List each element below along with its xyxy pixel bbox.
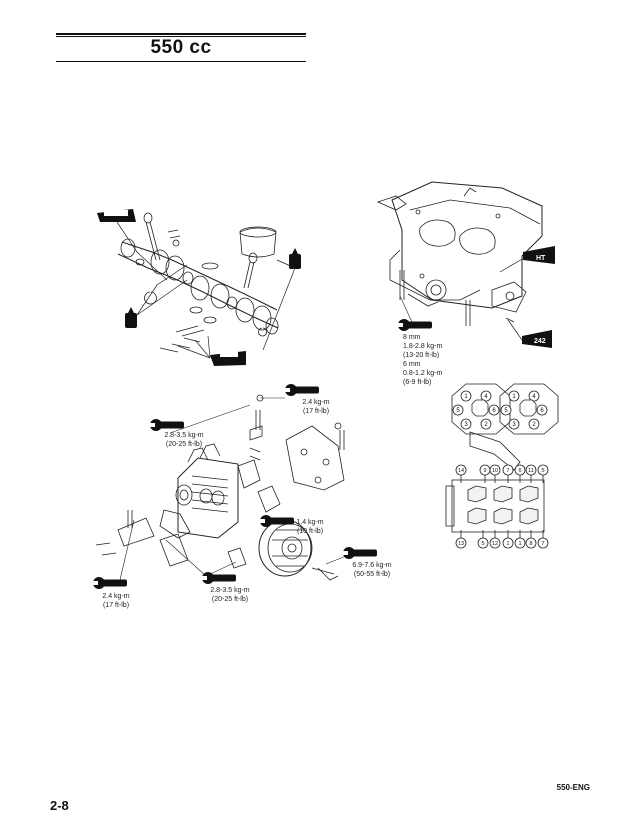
page-number: 2-8 [50,798,69,813]
torque-value: 2.4 kg-m [102,593,130,600]
wrench-icon-bottom-center [200,572,236,584]
header-rule-top [56,33,306,35]
torque-imperial: (20-25 ft-lb) [211,596,249,603]
crankshaft-assembly [97,209,301,366]
crankcase-torque-spec: 8 mm 1.8-2.8 kg-m (13-20 ft-lb) 6 mm 0.8… [403,333,442,387]
oil-can-icon-left [125,307,137,328]
torque-spec-right: 6.9-7.6 kg-m (50-55 ft-lb) [346,561,398,579]
wrench-icon-right [341,547,377,559]
wrench-icon-top-right [283,384,319,396]
seq-num: 3 [464,422,468,428]
spec-line: 0.8-1.2 kg-m [403,370,443,377]
header-rule-bottom [56,36,306,37]
seq-num: 10 [492,468,498,474]
wrench-icon-upper-left [148,419,184,431]
seq-num: 6 [492,408,496,414]
page-title: 550 cc [150,37,212,58]
grease-icon-top [97,209,136,222]
seq-num: 5 [456,408,460,414]
seq-num: 7 [541,541,544,547]
spec-line: (13-20 ft-lb) [403,352,440,359]
seq-num: 8 [529,541,532,547]
engine-assembly [95,394,347,581]
seq-num: 5 [481,541,484,547]
crankcase-badges: HT 242 [499,246,555,348]
torque-spec-center: 1.4 kg-m (10 ft-lb) [292,518,328,536]
wrench-icon-crankcase [396,319,432,331]
torque-imperial: (20-25 ft-lb) [165,441,203,448]
badge-242: 242 [534,338,546,345]
seq-num: 4 [532,394,536,400]
seq-num: 7 [506,468,509,474]
grease-icon-bottom [210,351,246,366]
seq-num: 6 [518,468,521,474]
torque-value: 2.4 kg-m [302,399,330,406]
spec-line: 1.8-2.8 kg-m [403,343,443,350]
seq-num: 4 [484,394,488,400]
spec-line: 8 mm [403,334,421,341]
head-sequence-numbers: 1 4 5 6 3 2 1 4 5 6 3 2 [456,394,544,428]
spec-line: 6 mm [403,361,421,368]
torque-value: 2.8-3.5 kg-m [210,587,250,594]
seq-num: 5 [541,468,544,474]
torque-value: 1.4 kg-m [296,519,324,526]
wrench-icon-center [258,515,294,527]
manifold-sequence-numbers: 14 9 10 7 6 11 5 13 5 12 1 1 8 7 [458,468,545,547]
torque-imperial: (10 ft-lb) [296,528,324,535]
seq-num: 3 [512,422,516,428]
torque-value: 6.9-7.6 kg-m [352,562,392,569]
seq-num: 1 [512,394,516,400]
page-code: 550-ENG [556,783,590,792]
seq-num: 5 [504,408,508,414]
manifold-sequence [445,464,549,549]
torque-imperial: (50-55 ft-lb) [353,571,391,578]
badge-ht: HT [536,255,546,262]
seq-num: 1 [518,541,521,547]
torque-value: 2.8-3.5 kg-m [164,432,204,439]
torque-imperial: (17 ft-lb) [302,408,330,415]
oil-can-icon-right [289,248,301,269]
seq-num: 1 [506,541,509,547]
wrench-icon-bottom-left [91,577,127,589]
torque-spec-bottom-center: 2.8-3.5 kg-m (20-25 ft-lb) [204,586,256,604]
torque-spec-top-right: 2.4 kg-m (17 ft-lb) [296,398,336,416]
header-underline [56,61,306,62]
seq-num: 14 [458,468,464,474]
torque-spec-upper-left: 2.8-3.5 kg-m (20-25 ft-lb) [158,431,210,449]
seq-num: 1 [464,394,468,400]
seq-num: 12 [492,541,498,547]
seq-num: 6 [540,408,544,414]
seq-num: 13 [458,541,464,547]
seq-num: 11 [528,468,534,474]
seq-num: 9 [483,468,486,474]
head-sequence [451,383,559,471]
torque-imperial: (17 ft-lb) [102,602,130,609]
seq-num: 2 [484,422,488,428]
seq-num: 2 [532,422,536,428]
torque-spec-bottom-left: 2.4 kg-m (17 ft-lb) [96,592,136,610]
spec-line: (6-9 ft-lb) [403,379,432,386]
crankcase [376,181,543,326]
